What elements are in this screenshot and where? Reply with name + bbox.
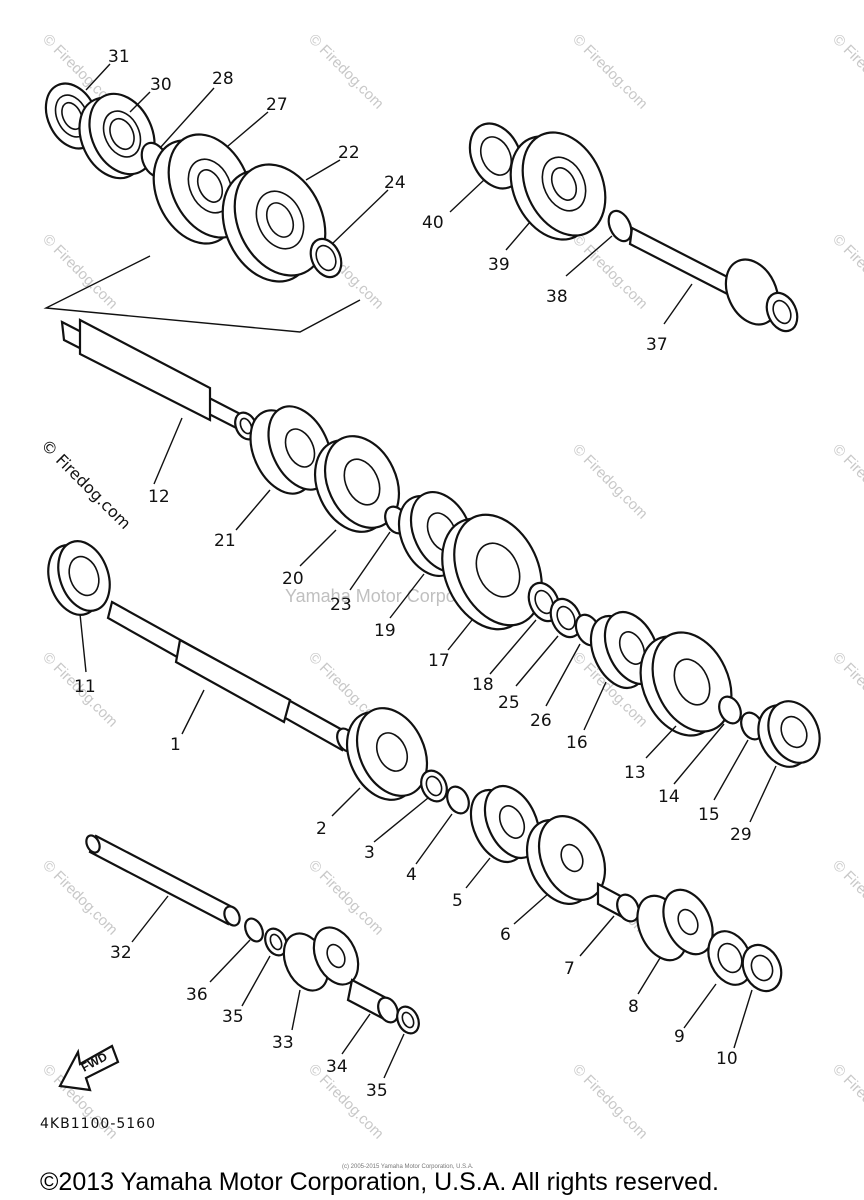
callout-26: 26 bbox=[530, 711, 552, 731]
callout-23: 23 bbox=[330, 595, 352, 615]
callout-9: 9 bbox=[674, 1027, 685, 1047]
watermark: © Firedog.com bbox=[829, 1061, 864, 1143]
watermark: © Firedog.com bbox=[569, 1061, 651, 1143]
callout-16: 16 bbox=[566, 733, 588, 753]
watermark: © Firedog.com bbox=[39, 231, 121, 313]
input-shaft-assembly bbox=[43, 82, 821, 768]
watermark: © Firedog.com bbox=[569, 31, 651, 113]
callout-25: 25 bbox=[498, 693, 520, 713]
fwd-arrow: FWD bbox=[58, 1044, 120, 1092]
leader-lines bbox=[79, 63, 777, 1079]
main-axle-assembly bbox=[47, 540, 783, 993]
side-watermark: © Firedog.com bbox=[37, 435, 135, 533]
footer-copyright: ©2013 Yamaha Motor Corporation, U.S.A. A… bbox=[40, 1168, 719, 1196]
callout-39: 39 bbox=[488, 255, 510, 275]
idler-shaft-assembly bbox=[85, 834, 420, 1035]
callout-5: 5 bbox=[452, 891, 463, 911]
callout-6: 6 bbox=[500, 925, 511, 945]
callout-34: 34 bbox=[326, 1057, 348, 1077]
callout-24: 24 bbox=[384, 173, 406, 193]
callout-32: 32 bbox=[110, 943, 132, 963]
callout-31: 31 bbox=[108, 47, 130, 67]
callout-2: 2 bbox=[316, 819, 327, 839]
callout-29: 29 bbox=[730, 825, 752, 845]
callout-38: 38 bbox=[546, 287, 568, 307]
callout-36: 36 bbox=[186, 985, 208, 1005]
callouts: 31 30 28 27 22 24 40 39 38 37 12 21 20 2… bbox=[74, 47, 752, 1101]
watermark: © Firedog.com bbox=[829, 857, 864, 939]
callout-20: 20 bbox=[282, 569, 304, 589]
callout-12: 12 bbox=[148, 487, 170, 507]
callout-22: 22 bbox=[338, 143, 360, 163]
watermark: © Firedog.com bbox=[829, 31, 864, 113]
callout-37: 37 bbox=[646, 335, 668, 355]
callout-27: 27 bbox=[266, 95, 288, 115]
callout-40: 40 bbox=[422, 213, 444, 233]
callout-30: 30 bbox=[150, 75, 172, 95]
watermark: © Firedog.com bbox=[569, 441, 651, 523]
part-code: 4KB1100-5160 bbox=[40, 1116, 156, 1132]
watermark: © Firedog.com bbox=[829, 649, 864, 731]
callout-33: 33 bbox=[272, 1033, 294, 1053]
callout-28: 28 bbox=[212, 69, 234, 89]
callout-19: 19 bbox=[374, 621, 396, 641]
callout-8: 8 bbox=[628, 997, 639, 1017]
watermark: © Firedog.com bbox=[829, 231, 864, 313]
watermark: © Firedog.com bbox=[305, 31, 387, 113]
watermark: © Firedog.com bbox=[305, 857, 387, 939]
callout-3: 3 bbox=[364, 843, 375, 863]
callout-7: 7 bbox=[564, 959, 575, 979]
callout-11: 11 bbox=[74, 677, 96, 697]
callout-35b: 35 bbox=[366, 1081, 388, 1101]
callout-35: 35 bbox=[222, 1007, 244, 1027]
callout-21: 21 bbox=[214, 531, 236, 551]
tiny-copyright: (c) 2005-2015 Yamaha Motor Corporation, … bbox=[342, 1164, 474, 1170]
callout-1: 1 bbox=[170, 735, 181, 755]
callout-17: 17 bbox=[428, 651, 450, 671]
callout-15: 15 bbox=[698, 805, 720, 825]
center-watermark: Yamaha Motor Corporation bbox=[285, 586, 501, 606]
watermark: © Firedog.com bbox=[39, 857, 121, 939]
callout-4: 4 bbox=[406, 865, 417, 885]
callout-14: 14 bbox=[658, 787, 680, 807]
drive-axle-assembly bbox=[468, 122, 799, 333]
callout-10: 10 bbox=[716, 1049, 738, 1069]
watermark: © Firedog.com bbox=[829, 441, 864, 523]
callout-13: 13 bbox=[624, 763, 646, 783]
callout-18: 18 bbox=[472, 675, 494, 695]
